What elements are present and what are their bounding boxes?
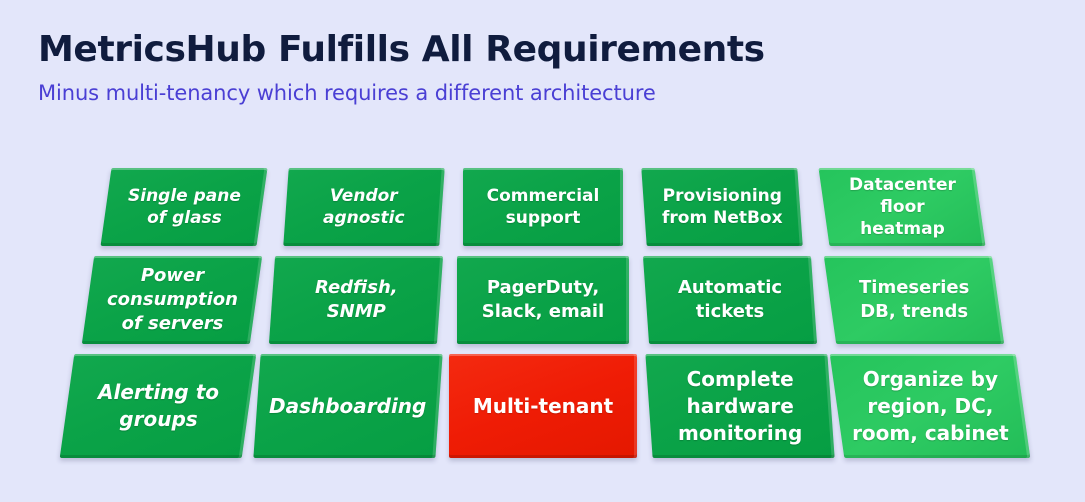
requirement-tile-label: Automatic tickets [677, 277, 783, 322]
requirement-tile-label: Provisioning from NetBox [661, 186, 783, 228]
requirement-tile-vendor-agnostic[interactable]: Vendor agnostic [283, 168, 445, 246]
slide-header: MetricsHub Fulfills All Requirements Min… [38, 28, 1038, 108]
requirement-tile-power-consumption-of-servers[interactable]: Power consumption of servers [81, 256, 263, 344]
requirement-tile-redfish-snmp[interactable]: Redfish, SNMP [268, 256, 444, 344]
requirement-tile-commercial-support[interactable]: Commercial support [463, 168, 623, 246]
requirement-tile-label: Dashboarding [269, 393, 427, 418]
requirement-tile-label: Datacenter floor heatmap [848, 175, 956, 239]
requirement-tile-label: PagerDuty, Slack, email [481, 277, 605, 322]
requirement-tile-dashboarding[interactable]: Dashboarding [253, 354, 443, 458]
requirement-tile-multi-tenant[interactable]: Multi-tenant [449, 354, 637, 458]
requirement-tile-label: Timeseries DB, trends [858, 277, 970, 322]
requirement-tile-organize-by-region-dc-room-cabinet[interactable]: Organize by region, DC, room, cabinet [829, 354, 1031, 458]
requirement-tile-label: Complete hardware monitoring [677, 366, 803, 445]
requirement-tile-label: Organize by region, DC, room, cabinet [851, 366, 1009, 445]
requirement-tile-label: Multi-tenant [472, 393, 614, 418]
requirement-tile-provisioning-from-netbox[interactable]: Provisioning from NetBox [641, 168, 803, 246]
requirements-grid: Single pane of glass Vendor agnostic Comme… [0, 160, 1085, 480]
requirement-tile-timeseries-db-trends[interactable]: Timeseries DB, trends [823, 256, 1005, 344]
requirement-tile-label: Alerting to groups [97, 380, 219, 431]
requirement-tile-label: Single pane of glass [127, 186, 241, 228]
requirement-tile-complete-hardware-monitoring[interactable]: Complete hardware monitoring [645, 354, 835, 458]
requirement-tile-label: Redfish, SNMP [314, 277, 398, 322]
requirement-tile-datacenter-floor-heatmap[interactable]: Datacenter floor heatmap [818, 168, 986, 246]
requirement-tile-label: Power consumption of servers [106, 265, 238, 334]
requirement-tile-automatic-tickets[interactable]: Automatic tickets [642, 256, 818, 344]
requirement-tile-single-pane-of-glass[interactable]: Single pane of glass [100, 168, 268, 246]
requirement-tile-alerting-to-groups[interactable]: Alerting to groups [59, 354, 257, 458]
requirement-tile-label: Commercial support [486, 186, 600, 228]
requirement-tile-pagerduty-slack-email[interactable]: PagerDuty, Slack, email [457, 256, 629, 344]
requirement-tile-label: Vendor agnostic [323, 186, 405, 228]
page-subtitle: Minus multi-tenancy which requires a dif… [38, 81, 656, 105]
page-title: MetricsHub Fulfills All Requirements [38, 29, 765, 70]
